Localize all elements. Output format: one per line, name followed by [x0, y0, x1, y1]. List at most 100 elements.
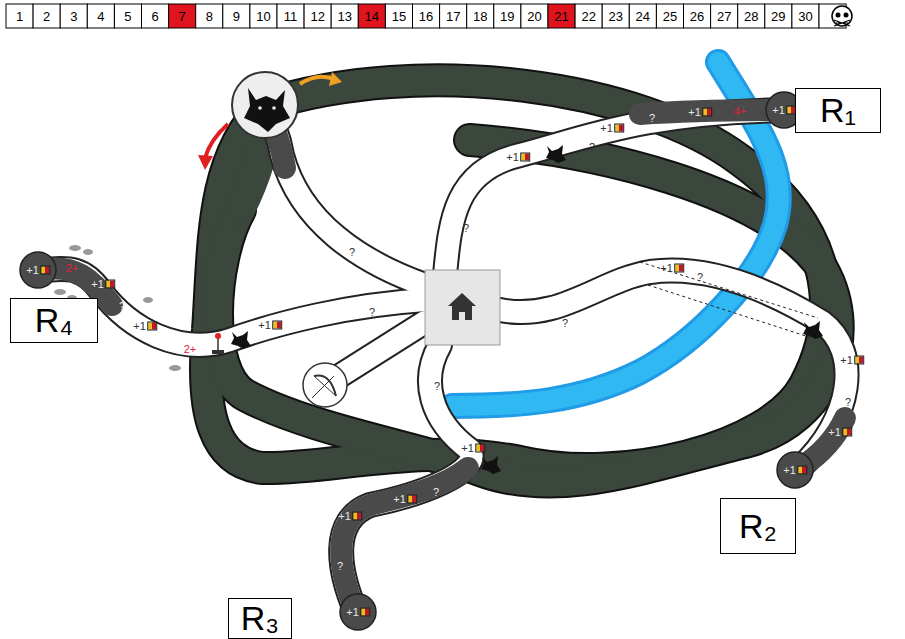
space-marker: +1: [393, 494, 417, 505]
track-label: 16: [419, 10, 433, 23]
space-label: ?: [337, 561, 343, 572]
track-label: 12: [310, 10, 324, 23]
space-label: ?: [649, 113, 655, 124]
track-number: 22: [581, 10, 595, 23]
track-number: 12: [310, 10, 324, 23]
space-marker: +1: [828, 427, 852, 438]
end-circles: [20, 92, 813, 630]
space-marker: +1: [338, 511, 362, 522]
space-marker: ?: [562, 318, 568, 329]
space-label: +1: [91, 279, 104, 290]
space-label: ?: [433, 487, 439, 498]
resource-icon: [40, 266, 50, 275]
track-label: 9: [233, 10, 240, 23]
space-label: +1: [783, 465, 796, 476]
region-name: R₃: [241, 599, 279, 638]
space-label: ?: [349, 247, 355, 258]
space-marker: ?: [463, 223, 469, 234]
resource-icon: [520, 153, 530, 162]
track-cell: [6, 4, 33, 28]
track-number: 2: [43, 10, 50, 23]
track-number: 4: [97, 10, 104, 23]
track-number: 30: [798, 10, 812, 23]
track-cell: [60, 4, 87, 28]
track-number: 1: [16, 10, 23, 23]
space-label: ?: [434, 381, 440, 392]
track-label: 20: [527, 10, 541, 23]
track-cell: [87, 4, 114, 28]
track-cell: [114, 4, 141, 28]
track-number: 11: [284, 10, 298, 23]
space-label: +1: [828, 427, 841, 438]
strength-requirement: 2+: [184, 344, 197, 355]
track-label: 22: [581, 10, 595, 23]
bow-icon: [303, 363, 347, 407]
resource-icon: [614, 124, 624, 133]
track-label: 27: [717, 10, 731, 23]
space-marker: +1: [506, 152, 530, 163]
track-number: 25: [663, 10, 677, 23]
space-marker: ?: [369, 307, 375, 318]
resource-icon: [475, 444, 485, 453]
space-label: +1: [600, 123, 613, 134]
track-label: 13: [338, 10, 352, 23]
resource-icon: [360, 608, 370, 617]
track-number: 9: [233, 10, 240, 23]
resource-icon: [674, 264, 684, 273]
house: [425, 270, 500, 345]
track-label: 26: [690, 10, 704, 23]
track-number: 20: [527, 10, 541, 23]
track-label: 10: [256, 10, 270, 23]
track-cell: [711, 4, 738, 28]
track-label: 11: [284, 10, 298, 23]
space-label: +1: [660, 263, 673, 274]
space-marker: ?: [434, 381, 440, 392]
space-marker: 2+: [184, 344, 197, 355]
track-number: 6: [151, 10, 158, 23]
resource-icon: [797, 466, 807, 475]
lever-icon: [212, 333, 224, 354]
space-marker: ?: [697, 272, 703, 283]
region-name: R₂: [739, 507, 777, 546]
region-name: R₁: [820, 91, 856, 130]
track-cell: [575, 4, 602, 28]
track-cell: [358, 4, 385, 28]
region-box: R₄: [10, 298, 98, 343]
strength-requirement: 4+: [734, 106, 747, 117]
space-marker: ?: [433, 487, 439, 498]
space-label: +1: [393, 494, 406, 505]
space-marker: +1: [258, 320, 282, 331]
wolf-space-icons: [231, 145, 823, 474]
track-cell: [196, 4, 223, 28]
track-number: 17: [446, 10, 460, 23]
space-marker: +1: [91, 279, 115, 290]
track-number: 19: [500, 10, 514, 23]
space-marker: ?: [845, 397, 851, 408]
track-label: 24: [636, 10, 650, 23]
space-label: ?: [463, 223, 469, 234]
space-marker: +1: [660, 263, 684, 274]
space-label: +1: [688, 107, 701, 118]
track-cell: [792, 4, 819, 28]
space-label: ?: [845, 397, 851, 408]
track-label: 17: [446, 10, 460, 23]
track-cell: [602, 4, 629, 28]
track-number: 14: [365, 10, 379, 23]
track-cell: [385, 4, 412, 28]
space-marker: 4+: [734, 106, 747, 117]
resource-icon: [105, 280, 115, 289]
space-label: +1: [133, 321, 146, 332]
track-cell: [250, 4, 277, 28]
space-marker: +1: [600, 123, 624, 134]
track-cell: [656, 4, 683, 28]
track-number: 23: [609, 10, 623, 23]
resource-icon: [272, 321, 282, 330]
track-label: 5: [124, 10, 131, 23]
space-marker: 2+: [66, 263, 79, 274]
white-paths: [40, 110, 847, 612]
space-marker: ?: [589, 142, 595, 153]
track-cell: [33, 4, 60, 28]
track-number: 13: [338, 10, 352, 23]
space-marker: ?: [119, 301, 125, 312]
track-label: 2: [43, 10, 50, 23]
